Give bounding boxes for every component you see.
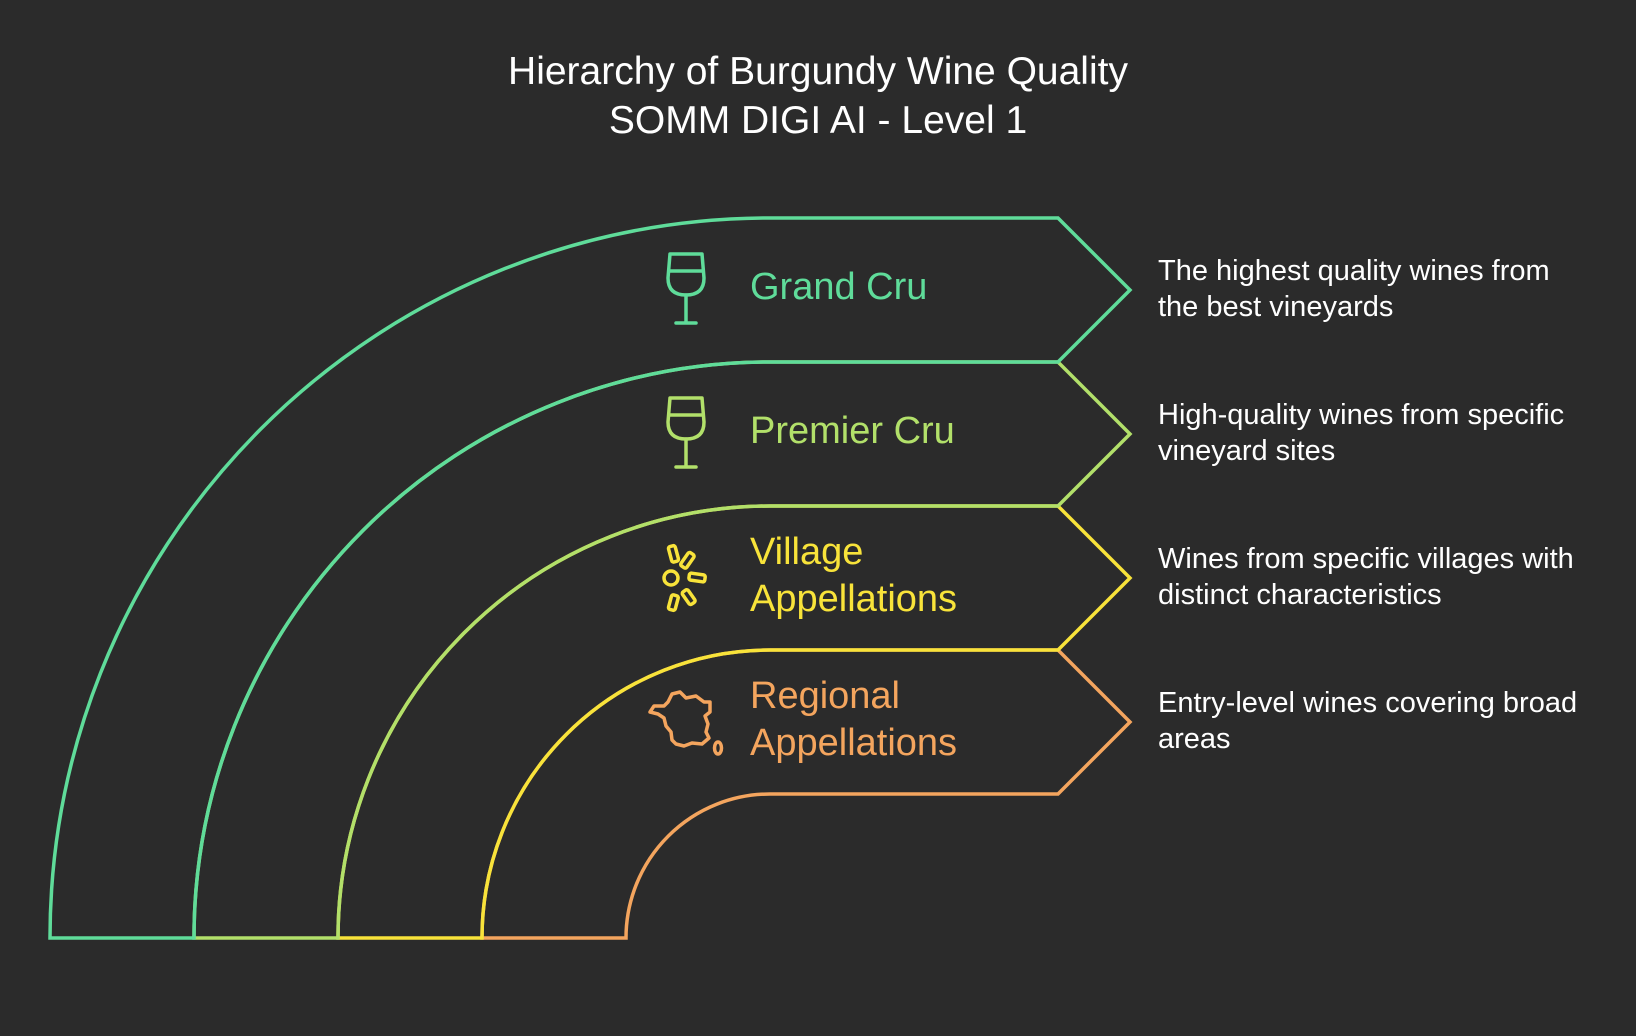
level-label-grand-cru: Grand Cru [750,266,928,308]
level-label-village-appellations: Village Appellations [750,531,958,620]
level-description-village-appellations: Wines from specific villages with distin… [1158,543,1574,611]
level-description-regional-appellations: Entry-level wines covering broad areas [1158,687,1578,755]
france-map-icon [648,690,724,756]
wine-glass-icon [666,252,706,325]
level-label-regional-appellations: Regional Appellations [750,675,958,764]
diagram-subtitle: SOMM DIGI AI - Level 1 [608,99,1028,142]
level-description-grand-cru: The highest quality wines from the best … [1158,255,1550,323]
wine-glass-icon [666,396,706,469]
level-label-premier-cru: Premier Cru [750,410,955,452]
diagram-title: Hierarchy of Burgundy Wine Quality [508,50,1128,93]
band-grand-cru [48,216,1133,940]
level-description-premier-cru: High-quality wines from specific vineyar… [1158,399,1565,467]
burst-icon [662,543,707,613]
band-village-appellations [336,504,1133,940]
